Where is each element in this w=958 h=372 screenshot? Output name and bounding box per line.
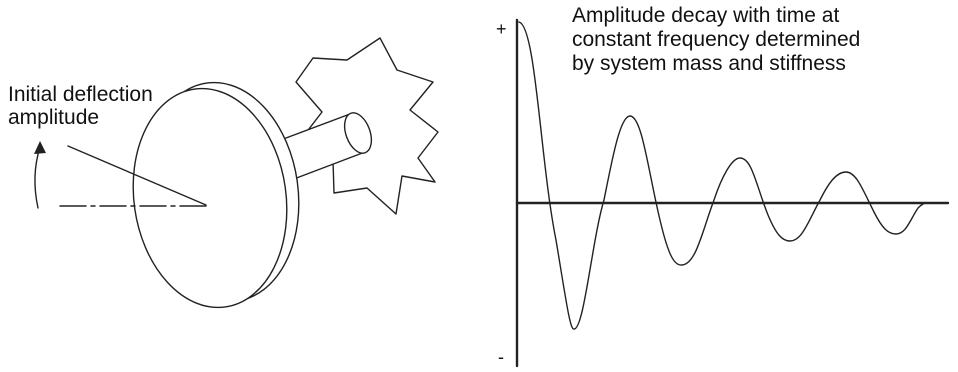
decay-annotation: Amplitude decay with time at constant fr…: [572, 4, 866, 75]
y-axis-positive-label: +: [496, 19, 507, 39]
damped-waveform: [518, 21, 927, 330]
decay-annotation-line-2: constant frequency determined: [572, 28, 860, 51]
decay-annotation-line-3: by system mass and stiffness: [572, 52, 846, 75]
deflection-label-line-2: amplitude: [8, 106, 99, 129]
rotation-arrowhead-icon: [34, 141, 46, 154]
deflection-line: [67, 145, 207, 206]
decay-graph: + - Amplitude decay with time at constan…: [496, 4, 950, 368]
deflection-label: Initial deflection amplitude: [8, 83, 159, 129]
pendulum-illustration: Initial deflection amplitude: [8, 37, 439, 309]
disc-face: [132, 87, 288, 309]
deflection-label-line-1: Initial deflection: [8, 83, 153, 106]
y-axis-negative-label: -: [498, 347, 504, 367]
shaft-end: [343, 112, 373, 154]
rotation-arrow-curve: [34, 146, 41, 209]
decay-annotation-line-1: Amplitude decay with time at: [572, 4, 839, 27]
